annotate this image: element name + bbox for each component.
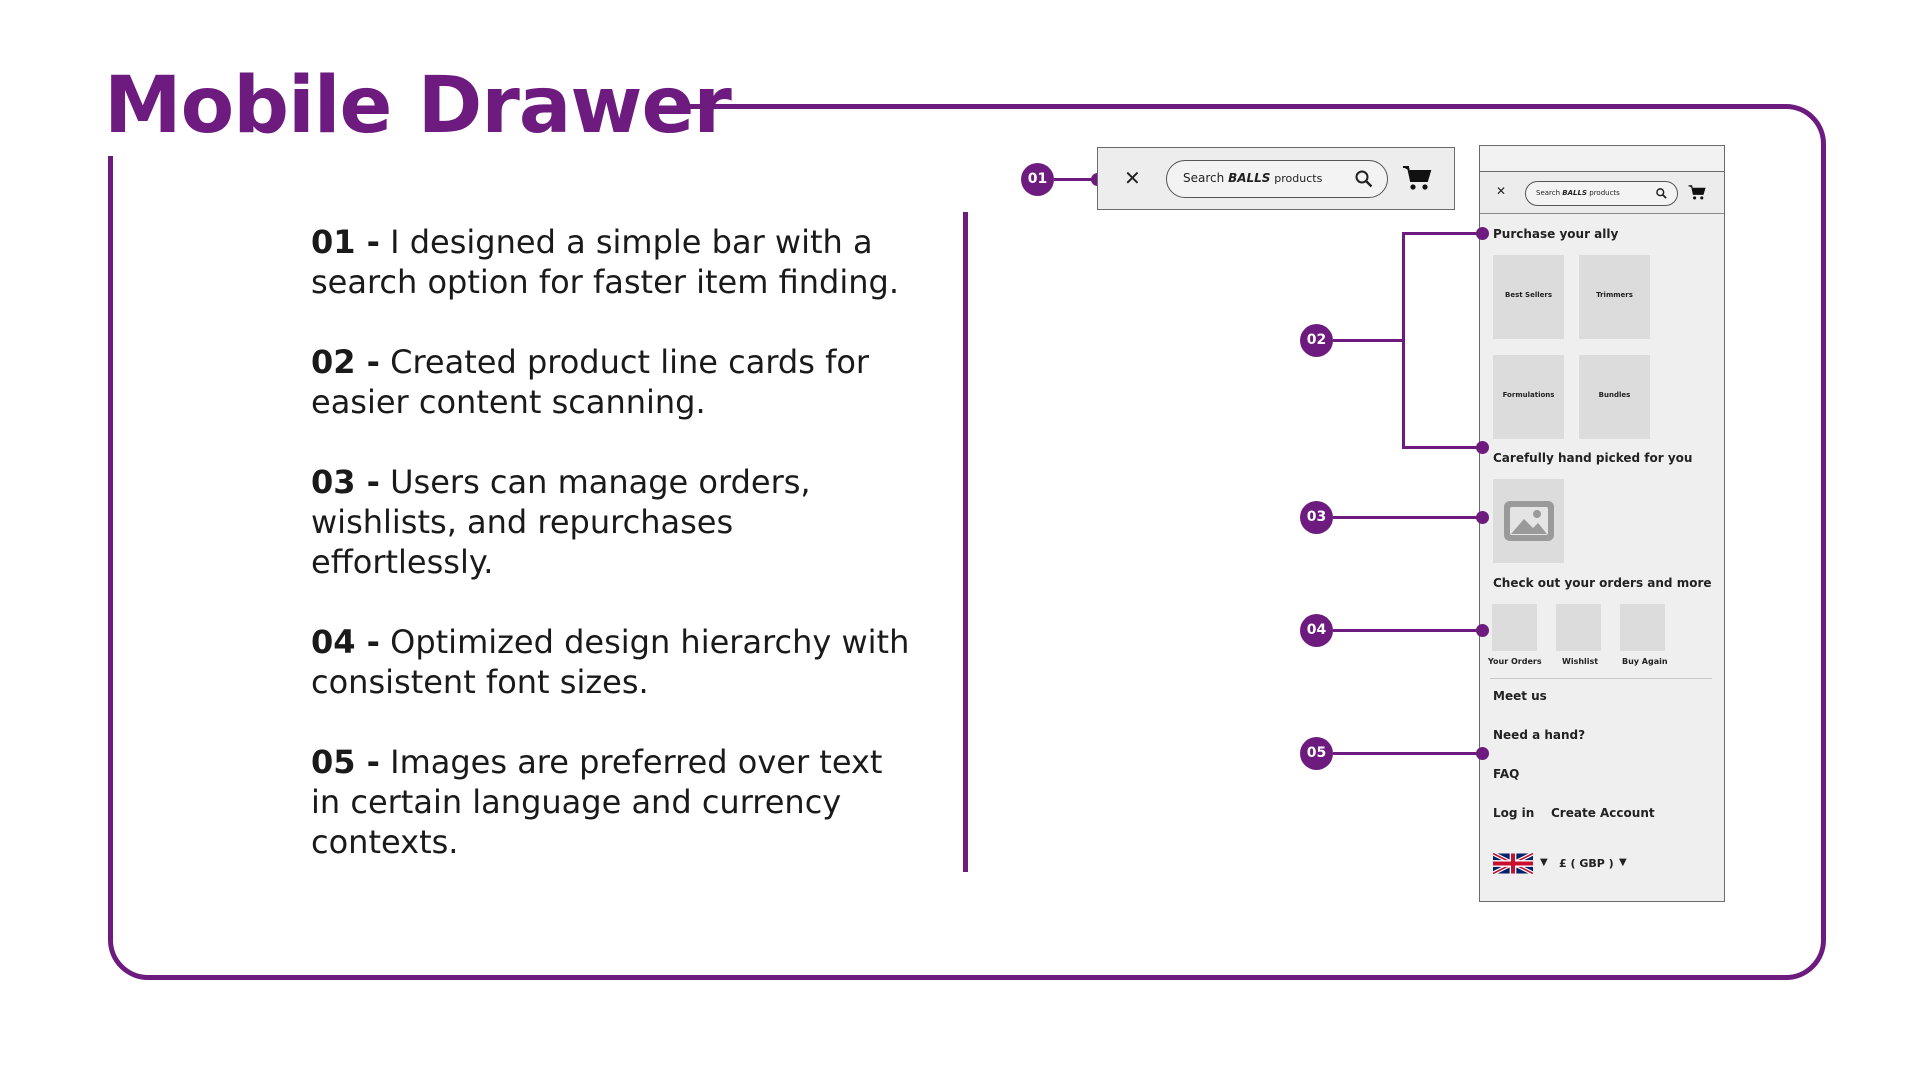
section-title-orders: Check out your orders and more (1493, 576, 1712, 590)
uk-flag-icon[interactable] (1493, 853, 1533, 874)
quick-link-wishlist[interactable] (1556, 604, 1601, 651)
quick-link-label: Wishlist (1562, 657, 1599, 666)
cart-icon[interactable] (1402, 164, 1432, 192)
search-input[interactable]: Search BALLS products (1525, 181, 1678, 206)
language-dropdown-arrow[interactable]: ▼ (1540, 857, 1548, 868)
currency-dropdown-arrow[interactable]: ▼ (1619, 857, 1627, 868)
callout-badge-05: 05 (1300, 737, 1333, 770)
close-icon[interactable]: ✕ (1124, 166, 1141, 190)
link-faq[interactable]: FAQ (1493, 767, 1520, 781)
link-create-account[interactable]: Create Account (1551, 806, 1655, 820)
point-03: 03 - Users can manage orders, wishlists,… (311, 462, 911, 582)
card-label: Formulations (1502, 391, 1555, 399)
callout-line-02 (1333, 339, 1404, 342)
search-icon[interactable] (1656, 188, 1667, 199)
point-text: Optimized design hierarchy with consiste… (311, 623, 910, 701)
callout-bracket-bottom (1402, 446, 1482, 449)
content-frame (108, 104, 1826, 980)
point-number: 05 - (311, 743, 380, 781)
point-text: Images are preferred over text in certai… (311, 743, 883, 861)
search-prefix: Search (1536, 189, 1561, 197)
link-meet-us[interactable]: Meet us (1493, 689, 1547, 703)
callout-line-01 (1054, 178, 1098, 181)
point-text: I designed a simple bar with a search op… (311, 223, 899, 301)
section-title-hand-picked: Carefully hand picked for you (1493, 451, 1693, 465)
quick-link-your-orders[interactable] (1492, 604, 1537, 651)
card-label: Bundles (1598, 391, 1631, 399)
search-placeholder: Search BALLS products (1536, 189, 1620, 197)
point-02: 02 - Created product line cards for easi… (311, 342, 911, 422)
explanation-list: 01 - I designed a simple bar with a sear… (311, 222, 911, 902)
status-strip (1480, 146, 1724, 172)
callout-badge-04: 04 (1300, 614, 1333, 647)
card-label: Best Sellers (1505, 291, 1552, 299)
section-title-product-lines: Purchase your ally (1493, 227, 1619, 241)
callout-dot-02-top (1476, 227, 1489, 240)
callout-line-03 (1333, 516, 1482, 519)
link-log-in[interactable]: Log in (1493, 806, 1535, 820)
title-backdrop (96, 60, 681, 156)
currency-selector[interactable]: £ ( GBP ) (1559, 857, 1614, 870)
callout-line-05 (1333, 752, 1482, 755)
callout-dot-05 (1476, 747, 1489, 760)
mobile-drawer-wireframe: ✕ Search BALLS products Purchase your al… (1479, 145, 1725, 902)
search-icon[interactable] (1355, 170, 1373, 188)
image-placeholder-icon (1504, 501, 1554, 541)
search-prefix: Search (1183, 171, 1225, 185)
card-label: Trimmers (1596, 291, 1633, 299)
quick-link-label: Buy Again (1622, 657, 1668, 666)
card-best-sellers[interactable]: Best Sellers (1493, 255, 1564, 339)
quick-link-buy-again[interactable] (1620, 604, 1665, 651)
card-formulations[interactable]: Formulations (1493, 355, 1564, 439)
card-bundles[interactable]: Bundles (1579, 355, 1650, 439)
callout-dot-04 (1476, 624, 1489, 637)
quick-link-label: Your Orders (1488, 657, 1542, 666)
point-number: 01 - (311, 223, 380, 261)
search-brand: BALLS (1228, 171, 1271, 185)
point-04: 04 - Optimized design hierarchy with con… (311, 622, 911, 702)
search-brand: BALLS (1562, 189, 1588, 197)
close-icon[interactable]: ✕ (1496, 184, 1507, 198)
search-placeholder: Search BALLS products (1183, 171, 1322, 185)
callout-bracket-top (1402, 232, 1482, 235)
divider (1490, 678, 1712, 679)
callout-bracket-02 (1402, 232, 1405, 448)
callout-badge-01: 01 (1021, 163, 1054, 196)
page-title: Mobile Drawer (104, 61, 732, 151)
callout-line-04 (1333, 629, 1482, 632)
search-suffix: products (1274, 172, 1323, 185)
callout-badge-02: 02 (1300, 324, 1333, 357)
search-input[interactable]: Search BALLS products (1166, 160, 1388, 198)
cart-icon[interactable] (1688, 184, 1706, 201)
callout-dot-03 (1476, 511, 1489, 524)
drawer-header: ✕ Search BALLS products (1480, 172, 1724, 214)
link-need-a-hand[interactable]: Need a hand? (1493, 728, 1586, 742)
point-text: Users can manage orders, wishlists, and … (311, 463, 811, 581)
recommended-item[interactable] (1493, 479, 1564, 563)
search-suffix: products (1589, 189, 1620, 197)
point-number: 04 - (311, 623, 380, 661)
point-01: 01 - I designed a simple bar with a sear… (311, 222, 911, 302)
callout-dot-02-bottom (1476, 441, 1489, 454)
point-number: 03 - (311, 463, 380, 501)
vertical-divider (963, 212, 968, 872)
callout-badge-03: 03 (1300, 501, 1333, 534)
point-number: 02 - (311, 343, 380, 381)
card-trimmers[interactable]: Trimmers (1579, 255, 1650, 339)
point-05: 05 - Images are preferred over text in c… (311, 742, 911, 862)
search-bar-wireframe: ✕ Search BALLS products (1097, 147, 1455, 210)
point-text: Created product line cards for easier co… (311, 343, 870, 421)
